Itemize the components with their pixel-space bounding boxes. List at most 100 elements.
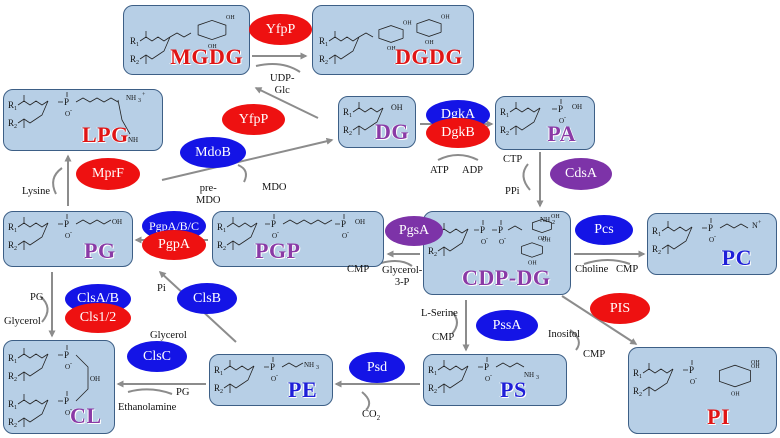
pssa-enzyme: PssA xyxy=(476,310,538,341)
r1-subscript: 1 xyxy=(506,113,509,119)
r2-subscript: 2 xyxy=(14,377,17,383)
r2-subscript: 2 xyxy=(14,124,17,130)
choline-arc xyxy=(583,259,631,265)
r1-subscript: 1 xyxy=(14,228,17,234)
clsc-enzyme: ClsC xyxy=(127,341,187,372)
r2-subscript: 2 xyxy=(325,60,328,66)
cmp-pcs-label: CMP xyxy=(616,264,639,275)
r1-subscript: 1 xyxy=(434,371,437,377)
r2-group: R xyxy=(8,371,14,381)
headgroup-chain xyxy=(75,97,119,103)
ethanolamine-subscript: 3 xyxy=(316,365,319,371)
cytosine-amine: NH xyxy=(540,216,550,224)
lysine-arc xyxy=(52,167,63,195)
acyl-chain-2 xyxy=(352,107,384,131)
hydroxyl-group: OH xyxy=(391,103,403,112)
acyl-chain-1 xyxy=(328,36,360,42)
r1-subscript: 1 xyxy=(325,42,328,48)
acyl-chain-2 xyxy=(642,368,674,392)
glycerol-out-label: Glycerol xyxy=(4,316,41,327)
choline-label: Choline xyxy=(575,264,609,275)
amino-group: NH xyxy=(126,94,136,102)
acyl-chain-2 xyxy=(17,399,49,423)
phosphorus-atom: P xyxy=(271,219,276,229)
phosphate-charge: - xyxy=(564,115,566,121)
headgroup-chain xyxy=(719,223,749,229)
r1-group: R xyxy=(217,222,223,232)
cmp-pssa-label: CMP xyxy=(432,332,455,343)
phosphorus-atom: P xyxy=(64,350,69,360)
r1-group: R xyxy=(343,107,349,117)
hydroxyl-group: OH xyxy=(538,236,547,242)
phosphate-oxygen: O xyxy=(485,375,490,383)
acyl-chain-2 xyxy=(17,353,49,377)
phosphorus-atom: P xyxy=(558,104,563,114)
phosphate-oxygen: O xyxy=(65,232,70,240)
lysine-label: Lysine xyxy=(22,186,50,197)
r2-subscript: 2 xyxy=(506,131,509,137)
phosphate-charge: - xyxy=(714,234,716,240)
r1-group: R xyxy=(8,222,14,232)
phosphate-charge: - xyxy=(347,230,349,236)
r2-subscript: 2 xyxy=(14,423,17,429)
acyl-chain-1 xyxy=(139,36,171,42)
hydroxyl-group: OH xyxy=(90,375,100,383)
hydroxyl-group: OH xyxy=(355,218,365,226)
r1-subscript: 1 xyxy=(14,106,17,112)
acyl-chain-1 xyxy=(352,107,384,113)
dg-to-mgdg-arrow xyxy=(254,87,319,119)
r1-subscript: 1 xyxy=(220,371,223,377)
hydroxyl-group: OH xyxy=(226,15,235,21)
ps-label: PS xyxy=(500,377,527,402)
phosphate-oxygen: O xyxy=(481,238,486,246)
sugar-ring xyxy=(719,364,751,388)
mdo-arc xyxy=(237,164,247,183)
co2-label: CO2 xyxy=(362,409,381,423)
cmp-pgsa-label: CMP xyxy=(347,264,370,275)
dg-label: DG xyxy=(375,119,409,144)
mgdg-label: MGDG xyxy=(170,44,243,69)
pgsa-enzyme: PgsA xyxy=(385,216,443,246)
r1-group: R xyxy=(130,36,136,46)
r1-subscript: 1 xyxy=(639,374,642,380)
r1-group: R xyxy=(633,368,639,378)
ctp-ppi-arc xyxy=(522,163,531,191)
acyl-chain-1 xyxy=(437,228,469,234)
phosphate-charge: - xyxy=(486,236,488,242)
clsa-arc xyxy=(39,295,49,323)
atp-label: ATP xyxy=(430,165,449,176)
headgroup-chain xyxy=(169,32,192,38)
phosphate-charge: - xyxy=(70,230,72,236)
acyl-chain-1 xyxy=(17,100,49,106)
amino-charge: + xyxy=(142,92,146,98)
phosphate-oxygen: O xyxy=(709,236,714,244)
udp-glc-label: UDP- Glc xyxy=(270,73,295,97)
r2-subscript: 2 xyxy=(639,392,642,398)
pg-to-dg-arrow xyxy=(161,137,334,181)
r2-group: R xyxy=(633,386,639,396)
pi-phosphate-label: Pi xyxy=(157,283,166,294)
r1-subscript: 1 xyxy=(14,405,17,411)
phosphate-charge: - xyxy=(70,407,72,413)
acyl-chain-1 xyxy=(17,222,49,228)
mprf-enzyme: MprF xyxy=(76,158,140,190)
acyl-chain-2 xyxy=(328,36,360,60)
acyl-chain-2 xyxy=(509,107,541,131)
r2-subscript: 2 xyxy=(14,246,17,252)
phosphate-oxygen: O xyxy=(559,117,564,125)
serine-arc xyxy=(451,311,458,335)
acyl-chain-2 xyxy=(139,36,171,60)
r2-subscript: 2 xyxy=(136,60,139,66)
hydroxyl-group: OH xyxy=(403,20,412,26)
choline-nitrogen: N xyxy=(752,221,758,230)
hydroxyl-group: OH xyxy=(112,218,122,226)
r2-subscript: 2 xyxy=(223,246,226,252)
amino-subscript: 3 xyxy=(138,98,141,104)
mdob-enzyme: MdoB xyxy=(180,137,246,168)
